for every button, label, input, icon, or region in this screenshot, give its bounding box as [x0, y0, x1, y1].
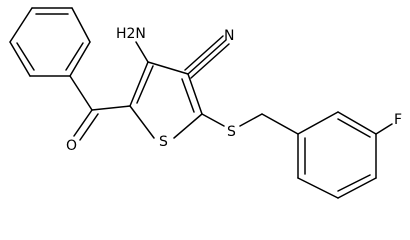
- bond: [297, 111, 339, 135]
- carbonyl-oxygen-label: O: [66, 138, 77, 154]
- thiophene-sulfur-label: S: [159, 134, 168, 150]
- bond: [261, 113, 299, 135]
- nitrile-group: [184, 35, 230, 79]
- amino-group: [135, 41, 149, 63]
- bond: [91, 105, 131, 111]
- bond: [181, 78, 195, 113]
- bond: [136, 65, 154, 104]
- thiophene-ring: [129, 61, 203, 139]
- bond: [375, 123, 393, 135]
- bond: [73, 109, 93, 137]
- bond: [16, 42, 35, 71]
- structure-canvas: H2N N O S S F: [9, 7, 402, 199]
- bond: [239, 113, 263, 127]
- bond: [135, 41, 149, 63]
- thioether-linker: [201, 113, 299, 135]
- bond: [190, 43, 230, 79]
- bond: [337, 111, 377, 135]
- molecule-structure: H2N N O S S F: [9, 7, 402, 199]
- thioether-sulfur-label: S: [227, 124, 236, 140]
- benzoyl-phenyl-ring: [9, 7, 91, 77]
- bond: [337, 177, 377, 199]
- fluorine-label: F: [394, 112, 402, 128]
- amino-label: H2N: [116, 26, 146, 42]
- fluorophenyl-ring: [297, 111, 393, 199]
- bond: [129, 105, 155, 139]
- nitrile-nitrogen-label: N: [224, 28, 234, 44]
- bond: [69, 41, 91, 77]
- bond: [201, 113, 225, 127]
- bond: [297, 177, 339, 199]
- bond: [79, 113, 99, 141]
- bond: [187, 39, 227, 75]
- bond: [69, 75, 93, 111]
- bond: [9, 7, 33, 43]
- bond: [187, 73, 203, 115]
- bond: [337, 174, 371, 192]
- carbonyl-group: [69, 75, 131, 141]
- bond: [9, 41, 31, 77]
- bond: [71, 7, 91, 43]
- bond: [337, 118, 371, 138]
- bond: [147, 61, 189, 75]
- bond: [184, 35, 224, 71]
- bond: [173, 113, 203, 139]
- bond: [65, 42, 84, 71]
- bond: [129, 61, 149, 107]
